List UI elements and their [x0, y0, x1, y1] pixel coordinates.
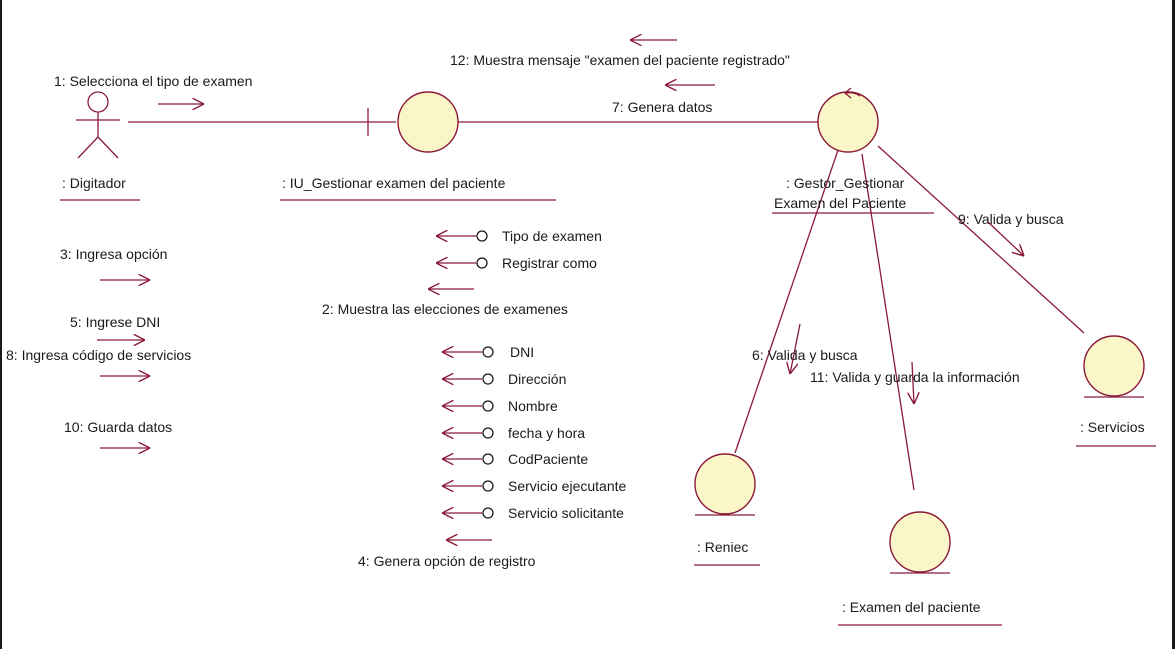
link-control-examen	[861, 153, 915, 491]
reniec-entity[interactable]	[694, 453, 756, 515]
message-11: 11: Valida y guarda la información	[810, 369, 1020, 385]
control-label-line2: Examen del Paciente	[774, 195, 907, 211]
option-item: DNI	[442, 344, 534, 360]
option-label: Dirección	[508, 371, 566, 387]
option-interface-icon	[482, 346, 494, 358]
option-interface-icon	[482, 427, 494, 439]
actor-digitador[interactable]	[76, 91, 120, 159]
option-interface-icon	[482, 480, 494, 492]
option-label: Servicio ejecutante	[508, 478, 627, 494]
options-group-2: DNI Dirección Nombre fecha y hora CodPac…	[442, 344, 627, 521]
option-label: Servicio solicitante	[508, 505, 624, 521]
arrow-message-11	[912, 361, 914, 404]
message-2: 2: Muestra las elecciones de examenes	[322, 301, 568, 317]
option-interface-icon	[482, 373, 494, 385]
control-self-arrowhead	[843, 87, 852, 99]
option-interface-icon	[476, 257, 488, 269]
option-item: Servicio ejecutante	[442, 478, 627, 494]
link-control-reniec	[734, 149, 839, 454]
control-self-arrow	[845, 92, 861, 97]
reniec-label: : Reniec	[697, 539, 748, 555]
link-control-servicios	[877, 145, 1085, 334]
control-label-line1: : Gestor_Gestionar	[786, 175, 905, 191]
option-item: fecha y hora	[442, 425, 585, 441]
servicios-label: : Servicios	[1080, 419, 1145, 435]
message-9: 9: Valida y busca	[958, 211, 1064, 227]
actor-head	[87, 91, 109, 113]
option-interface-icon	[482, 453, 494, 465]
option-label: Nombre	[508, 398, 558, 414]
boundary-label: : IU_Gestionar examen del paciente	[282, 175, 506, 191]
actor-leg-right	[97, 136, 119, 159]
option-interface-icon	[482, 507, 494, 519]
control-object[interactable]	[817, 91, 879, 153]
option-item: Tipo de examen	[436, 228, 602, 244]
examen-label: : Examen del paciente	[842, 599, 981, 615]
option-interface-icon	[476, 230, 488, 242]
message-1: 1: Selecciona el tipo de examen	[54, 73, 252, 89]
option-item: Servicio solicitante	[442, 505, 624, 521]
option-item: CodPaciente	[442, 451, 588, 467]
message-5: 5: Ingrese DNI	[70, 314, 160, 330]
option-label: Registrar como	[502, 255, 597, 271]
option-item: Dirección	[442, 371, 566, 387]
option-label: Tipo de examen	[502, 228, 602, 244]
option-label: fecha y hora	[508, 425, 585, 441]
message-8: 8: Ingresa código de servicios	[6, 347, 191, 363]
servicios-entity[interactable]	[1083, 335, 1145, 397]
message-12: 12: Muestra mensaje "examen del paciente…	[450, 52, 790, 68]
options-group-1: Tipo de examen Registrar como	[436, 228, 602, 271]
actor-label: : Digitador	[62, 175, 126, 191]
option-item: Registrar como	[436, 255, 597, 271]
actor-leg-left	[77, 136, 99, 159]
arrow-message-9	[987, 221, 1024, 256]
boundary-object[interactable]	[397, 91, 459, 153]
message-10: 10: Guarda datos	[64, 419, 172, 435]
option-label: CodPaciente	[508, 451, 588, 467]
option-label: DNI	[510, 344, 534, 360]
examen-entity[interactable]	[889, 511, 951, 573]
message-3: 3: Ingresa opción	[60, 246, 167, 262]
message-4: 4: Genera opción de registro	[358, 553, 536, 569]
message-7: 7: Genera datos	[612, 99, 712, 115]
option-interface-icon	[482, 400, 494, 412]
message-6: 6: Valida y busca	[752, 347, 858, 363]
arrow-message-6	[790, 323, 801, 374]
option-item: Nombre	[442, 398, 558, 414]
